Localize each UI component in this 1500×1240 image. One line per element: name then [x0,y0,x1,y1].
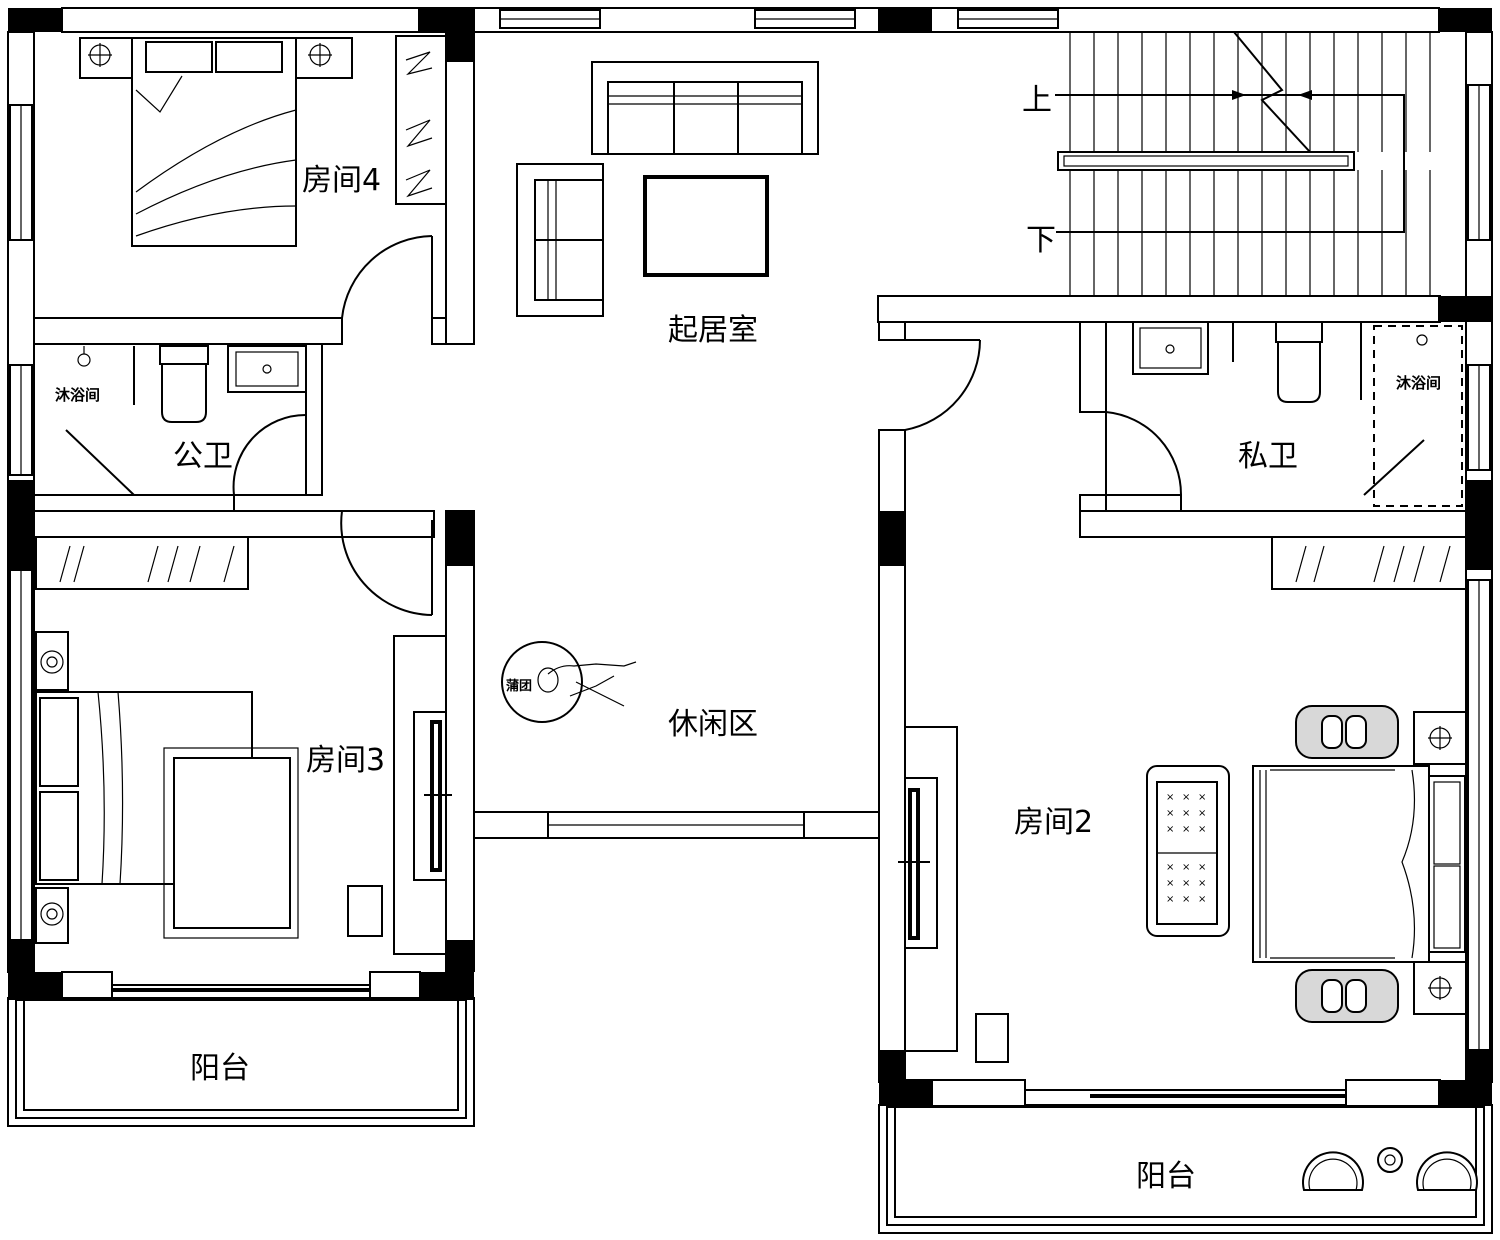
svg-text:×: × [1198,824,1206,835]
room2-wardrobe [1271,536,1467,590]
svg-text:×: × [1182,808,1190,819]
svg-text:×: × [1166,862,1174,873]
meditation-cushion [501,641,637,723]
label-public-bath: 公卫 [173,439,233,474]
label-shower-right: 沐浴间 [1396,374,1441,392]
room2-sofa: × × × × × × × × × × × × × × × × × × [1146,765,1230,937]
svg-text:×: × [1182,862,1190,873]
room-labels: 房间4 起居室 公卫 沐浴间 私卫 沐浴间 房间3 休闲区 房间2 阳台 阳台 … [55,83,1441,1194]
balcony-left-structure [7,971,475,1127]
coffee-table [643,175,769,277]
svg-text:×: × [1166,792,1174,803]
svg-text:×: × [1166,878,1174,889]
staircase [1055,31,1431,296]
room2-slippers [1295,705,1399,1023]
right-windows [1467,84,1491,1051]
room2-bed [1252,711,1467,1015]
svg-text:×: × [1198,792,1206,803]
living-sofa-side [516,163,604,317]
room4-wardrobe [395,35,447,205]
balcony-right-structure [878,1079,1493,1234]
label-leisure: 休闲区 [668,707,758,742]
label-stairs-up: 上 [1022,83,1052,118]
label-private-bath: 私卫 [1238,439,1298,474]
svg-text:×: × [1198,878,1206,889]
label-balcony-left: 阳台 [190,1051,250,1086]
svg-text:×: × [1182,894,1190,905]
svg-text:×: × [1166,808,1174,819]
room2-tv-cabinet [898,726,958,1052]
room3-tv-cabinet [393,635,452,955]
svg-text:×: × [1198,894,1206,905]
label-room2: 房间2 [1014,805,1093,840]
svg-text:×: × [1166,894,1174,905]
label-living: 起居室 [668,313,758,348]
room3-stool [347,885,383,937]
label-room4: 房间4 [302,163,381,198]
label-balcony-right: 阳台 [1136,1159,1196,1194]
doors [65,235,1425,616]
top-windows [499,9,1059,29]
label-shower-left: 沐浴间 [55,386,100,404]
balcony-chairs [1302,1147,1478,1191]
svg-text:×: × [1182,792,1190,803]
room3-rug [163,747,299,939]
svg-text:×: × [1198,862,1206,873]
svg-text:×: × [1182,824,1190,835]
svg-text:×: × [1166,824,1174,835]
room4-bed [79,37,353,247]
label-room3: 房间3 [306,743,385,778]
svg-text:×: × [1198,808,1206,819]
room2-stool [975,1013,1009,1063]
label-stairs-down: 下 [1026,223,1056,258]
private-bath-fixtures [1132,321,1463,507]
public-bath-fixtures [77,345,307,423]
living-sofa-top [591,61,819,155]
room3-wardrobe [35,536,249,590]
label-cushion: 蒲团 [506,678,532,694]
svg-text:×: × [1182,878,1190,889]
